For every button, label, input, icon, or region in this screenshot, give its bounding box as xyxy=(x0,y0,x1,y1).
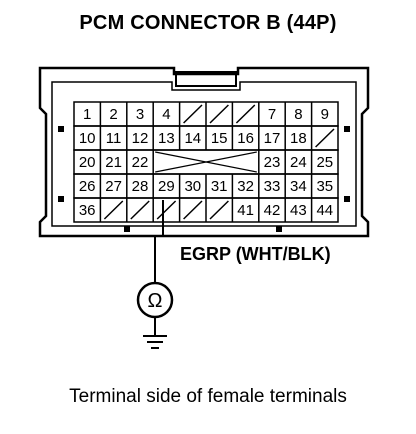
connector-key xyxy=(276,226,282,232)
terminal-8: 8 xyxy=(294,106,302,123)
terminal-32: 32 xyxy=(237,178,254,195)
terminal-44: 44 xyxy=(316,202,333,219)
blank-area-cross xyxy=(155,151,257,173)
unused-terminal-mark xyxy=(103,200,124,220)
terminal-11: 11 xyxy=(106,130,122,147)
ohm-symbol: Ω xyxy=(148,290,163,312)
unused-terminal-mark xyxy=(315,128,335,148)
terminal-9: 9 xyxy=(321,106,329,123)
unused-terminal-mark xyxy=(235,104,256,124)
probe-wire xyxy=(154,200,164,282)
terminal-2: 2 xyxy=(109,106,117,123)
terminal-10: 10 xyxy=(79,130,96,147)
connector-key xyxy=(124,226,130,232)
terminal-1: 1 xyxy=(83,106,91,123)
terminal-4: 4 xyxy=(162,106,170,123)
unused-terminal-mark xyxy=(130,200,150,220)
terminal-24: 24 xyxy=(290,154,307,171)
terminal-12: 12 xyxy=(132,130,149,147)
terminal-23: 23 xyxy=(264,154,281,171)
terminal-21: 21 xyxy=(105,154,122,171)
connector-key xyxy=(58,196,64,202)
caption: Terminal side of female terminals xyxy=(69,386,347,407)
terminal-20: 20 xyxy=(79,154,96,171)
connector-shell-outer xyxy=(38,66,370,238)
connector-key xyxy=(58,126,64,132)
terminal-26: 26 xyxy=(79,178,96,195)
connector-shell-inner xyxy=(51,81,357,227)
terminal-30: 30 xyxy=(184,178,201,195)
terminal-3: 3 xyxy=(136,106,144,123)
terminal-22: 22 xyxy=(132,154,149,171)
ohmmeter-icon: Ω xyxy=(136,281,174,319)
terminal-15: 15 xyxy=(211,130,228,147)
terminal-18: 18 xyxy=(290,130,307,147)
connector-key xyxy=(344,196,350,202)
terminal-41: 41 xyxy=(237,202,254,219)
terminal-34: 34 xyxy=(290,178,307,195)
terminal-35: 35 xyxy=(316,178,333,195)
connector-latch xyxy=(175,71,237,87)
connector-key xyxy=(344,126,350,132)
terminal-7: 7 xyxy=(268,106,276,123)
signal-label: EGRP (WHT/BLK) xyxy=(180,244,331,264)
terminal-16: 16 xyxy=(237,130,254,147)
terminal-31: 31 xyxy=(211,178,228,195)
terminal-36: 36 xyxy=(79,202,96,219)
terminal-17: 17 xyxy=(264,130,281,147)
unused-terminal-mark xyxy=(156,200,177,220)
terminal-33: 33 xyxy=(264,178,281,195)
diagram-title: PCM CONNECTOR B (44P) xyxy=(79,12,337,34)
unused-terminal-mark xyxy=(183,200,203,220)
terminal-43: 43 xyxy=(290,202,307,219)
unused-terminal-mark xyxy=(209,104,229,124)
terminal-28: 28 xyxy=(132,178,149,195)
terminal-13: 13 xyxy=(158,130,175,147)
unused-terminal-mark xyxy=(183,104,203,124)
terminal-14: 14 xyxy=(184,130,201,147)
terminal-27: 27 xyxy=(105,178,122,195)
unused-terminal-mark xyxy=(209,200,229,220)
terminal-29: 29 xyxy=(158,178,175,195)
terminal-42: 42 xyxy=(264,202,281,219)
ground-icon xyxy=(143,317,167,349)
terminal-25: 25 xyxy=(316,154,333,171)
